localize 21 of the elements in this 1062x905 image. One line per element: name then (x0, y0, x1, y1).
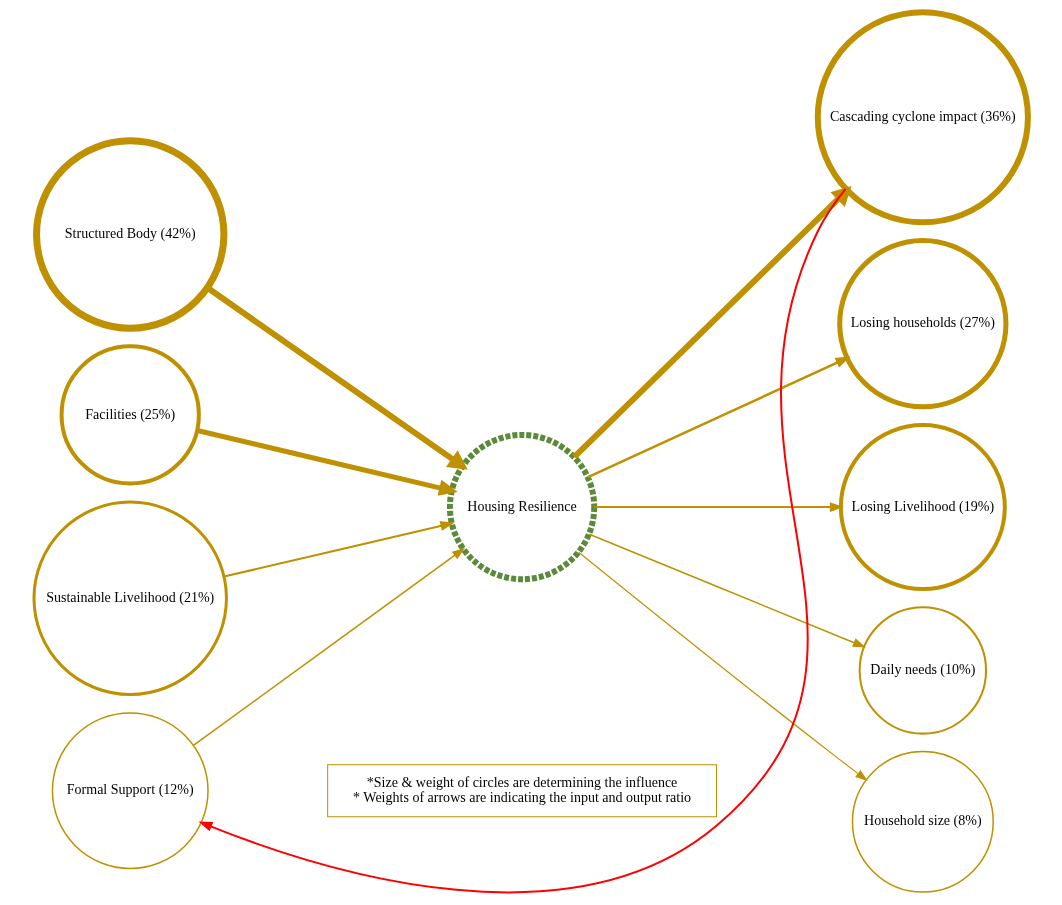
node-circle: Formal Support (12%) (51, 712, 209, 870)
arrow (192, 547, 466, 747)
node-circle: Cascading cyclone impact (36%) (814, 9, 1031, 226)
node-circle: Structured Body (42%) (33, 137, 228, 332)
arrow (223, 521, 455, 578)
arrow (198, 187, 847, 894)
label: *Size & weight of circles are determining the influence (366, 774, 678, 790)
arrow (206, 285, 468, 470)
arrow (572, 185, 852, 460)
node-circle: Sustainable Livelihood (21%) (32, 500, 228, 696)
node-circle: Household size (8%) (851, 750, 994, 893)
node-circle: Losing households (27%) (837, 238, 1009, 410)
arrow (587, 356, 851, 479)
node-circle: Facilities (25%) (59, 344, 201, 486)
label: * Weights of arrows are indicating the input and output ratio (353, 789, 692, 805)
arrow (578, 551, 868, 781)
arrow (588, 533, 866, 648)
arrow (593, 502, 844, 512)
node-circle: Daily needs (10%) (858, 606, 988, 735)
arrow (196, 428, 458, 496)
node-circle: Losing Livelihood (19%) (838, 423, 1007, 592)
